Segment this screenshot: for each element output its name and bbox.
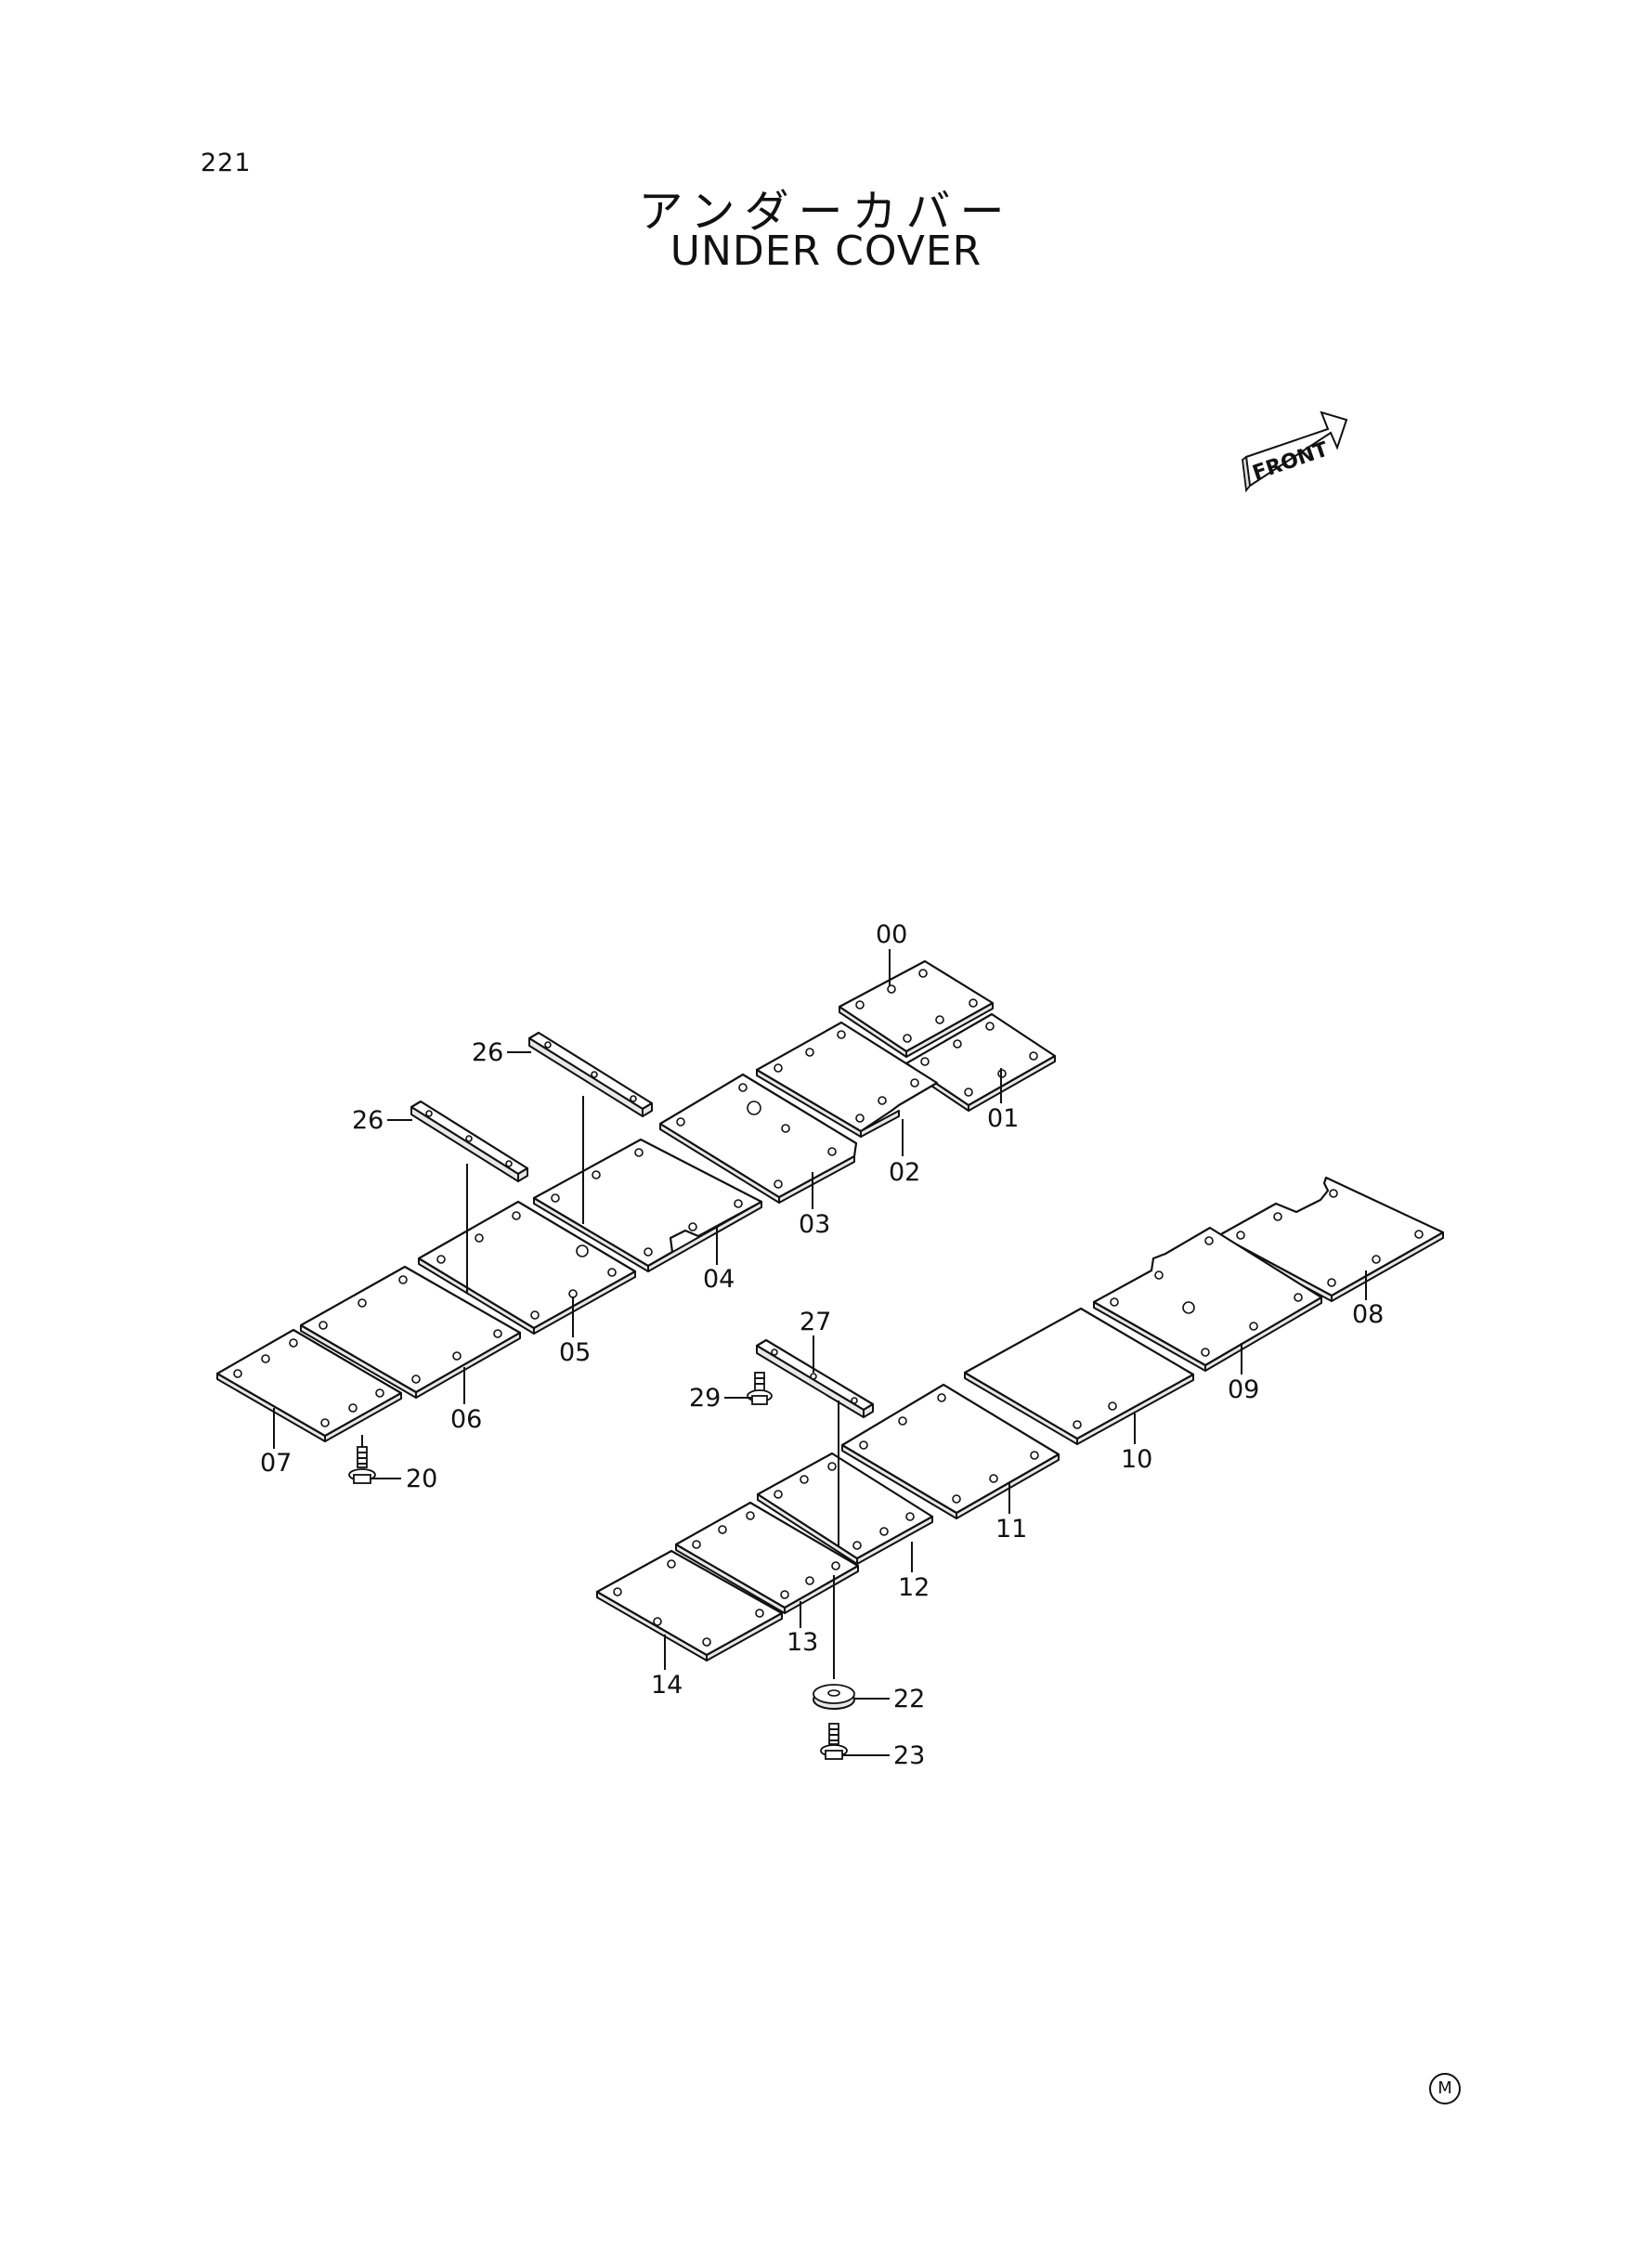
front-arrow-icon: FRONT — [1242, 410, 1348, 493]
callout-10: 10 — [1121, 1445, 1152, 1474]
callout-05: 05 — [559, 1338, 591, 1367]
callout-22: 22 — [893, 1685, 925, 1713]
plate-12 — [756, 1452, 934, 1565]
bracket-27 — [755, 1338, 875, 1418]
callout-01: 01 — [987, 1104, 1019, 1133]
bracket-26-upper — [527, 1031, 654, 1117]
callout-03: 03 — [799, 1210, 830, 1239]
callout-02: 02 — [889, 1158, 920, 1187]
callout-12: 12 — [898, 1573, 930, 1602]
callout-20: 20 — [406, 1465, 437, 1493]
callout-26-lower: 26 — [352, 1106, 384, 1135]
title-english: UNDER COVER — [670, 228, 982, 275]
callout-09: 09 — [1228, 1375, 1259, 1404]
bolt-29-icon — [747, 1372, 773, 1405]
callout-11: 11 — [995, 1515, 1027, 1544]
plate-06 — [299, 1265, 522, 1399]
callout-07: 07 — [260, 1449, 292, 1478]
plate-14 — [595, 1549, 784, 1661]
plate-11 — [840, 1383, 1060, 1519]
page-number: 221 — [201, 149, 252, 177]
bracket-26-lower — [410, 1100, 529, 1182]
title-japanese: アンダーカバー — [638, 186, 1014, 238]
callout-13: 13 — [787, 1628, 818, 1657]
m-mark: M — [1429, 2073, 1461, 2104]
plate-10 — [963, 1307, 1195, 1445]
washer-22-icon — [813, 1684, 855, 1710]
bolt-23-icon — [820, 1723, 848, 1760]
plate-05 — [417, 1200, 637, 1335]
plate-04 — [532, 1138, 763, 1272]
callout-08: 08 — [1352, 1300, 1384, 1329]
plate-09 — [1092, 1226, 1323, 1372]
plate-07 — [215, 1328, 403, 1442]
plate-13 — [674, 1501, 860, 1614]
plate-02 — [755, 1021, 939, 1138]
callout-23: 23 — [893, 1741, 925, 1770]
callout-14: 14 — [651, 1671, 683, 1700]
callout-29: 29 — [689, 1384, 721, 1413]
callout-06: 06 — [450, 1405, 482, 1434]
callout-04: 04 — [703, 1265, 735, 1294]
plate-00 — [838, 959, 995, 1058]
plate-08 — [1217, 1176, 1445, 1302]
plate-03 — [658, 1073, 858, 1204]
callout-27: 27 — [800, 1308, 831, 1336]
callout-00: 00 — [876, 920, 907, 949]
callout-26-upper: 26 — [472, 1038, 503, 1067]
